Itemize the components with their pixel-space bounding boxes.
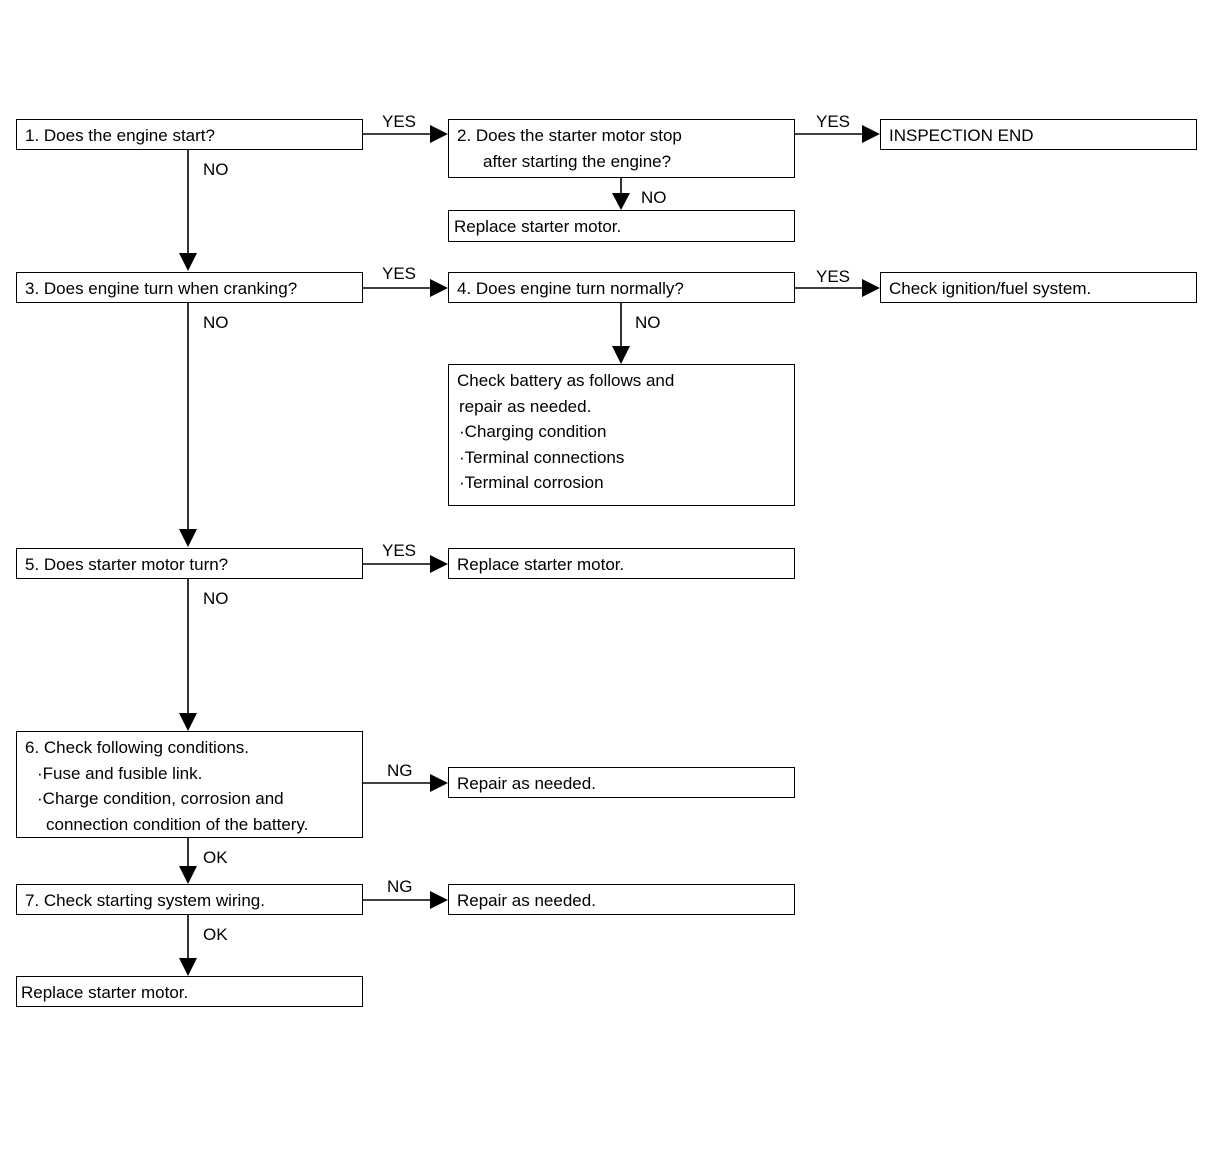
edge-label-q1-q2: YES bbox=[382, 112, 417, 131]
node-q7: 7. Check starting system wiring. bbox=[16, 884, 363, 915]
node-q3: 3. Does engine turn when cranking? bbox=[16, 272, 363, 303]
arrowhead-q6-repair bbox=[430, 774, 448, 792]
edge-label-q4-battery: NO bbox=[635, 313, 661, 332]
arrowhead-q2-replace bbox=[612, 193, 630, 210]
node-repair-as-needed-a: Repair as needed. bbox=[448, 767, 795, 798]
arrowhead-q1-q3 bbox=[179, 253, 197, 271]
node-replace-starter-motor-c: Replace starter motor. bbox=[16, 976, 363, 1007]
node-text: repair as needed. bbox=[459, 396, 592, 416]
node-text: Replace starter motor. bbox=[457, 555, 625, 574]
edge-label-q5-replace: YES bbox=[382, 541, 417, 560]
node-text: after starting the engine? bbox=[483, 151, 672, 171]
node-repair-as-needed-b: Repair as needed. bbox=[448, 884, 795, 915]
node-replace-starter-motor-b: Replace starter motor. bbox=[448, 548, 795, 579]
node-q6: 6. Check following conditions. ·Fuse and… bbox=[16, 731, 363, 838]
node-text: 6. Check following conditions. bbox=[25, 738, 249, 757]
arrowhead-q5-q6 bbox=[179, 713, 197, 731]
node-bullet: ·Fuse and fusible link. bbox=[37, 763, 203, 783]
node-replace-starter-motor-a: Replace starter motor. bbox=[448, 210, 795, 242]
node-bullet: ·Terminal corrosion bbox=[459, 473, 604, 492]
node-text: INSPECTION END bbox=[889, 126, 1034, 145]
node-text: Replace starter motor. bbox=[454, 217, 622, 236]
edge-label-q2-end: YES bbox=[816, 112, 851, 131]
node-bullet: ·Terminal connections bbox=[459, 447, 625, 467]
arrowhead-q1-q2 bbox=[430, 125, 448, 143]
arrowhead-q4-ignition bbox=[862, 279, 880, 297]
node-text: 5. Does starter motor turn? bbox=[25, 555, 229, 574]
node-text: 2. Does the starter motor stop bbox=[457, 126, 682, 145]
node-text: Replace starter motor. bbox=[21, 983, 189, 1002]
edge-label-q6-q7: OK bbox=[203, 848, 228, 867]
node-q2: 2. Does the starter motor stop after sta… bbox=[448, 119, 795, 178]
node-check-ignition-fuel: Check ignition/fuel system. bbox=[880, 272, 1197, 303]
node-inspection-end: INSPECTION END bbox=[880, 119, 1197, 150]
node-text: 1. Does the engine start? bbox=[25, 126, 215, 145]
node-text: 7. Check starting system wiring. bbox=[25, 891, 265, 910]
edge-label-q7-repair: NG bbox=[387, 877, 413, 896]
node-text: Check battery as follows and bbox=[457, 371, 675, 390]
node-text: connection condition of the battery. bbox=[46, 814, 309, 834]
arrowhead-q6-q7 bbox=[179, 866, 197, 884]
node-text: 4. Does engine turn normally? bbox=[457, 279, 684, 298]
edge-label-q6-repair: NG bbox=[387, 761, 413, 780]
node-text: Repair as needed. bbox=[457, 891, 596, 910]
arrowhead-q2-end bbox=[862, 125, 880, 143]
node-q1: 1. Does the engine start? bbox=[16, 119, 363, 150]
node-q4: 4. Does engine turn normally? bbox=[448, 272, 795, 303]
edge-label-q2-replace: NO bbox=[641, 188, 667, 207]
edge-label-q4-ignition: YES bbox=[816, 267, 851, 286]
node-text: Check ignition/fuel system. bbox=[889, 279, 1092, 298]
arrowhead-q4-battery bbox=[612, 346, 630, 364]
edge-label-q3-q5: NO bbox=[203, 313, 229, 332]
edge-label-q5-q6: NO bbox=[203, 589, 229, 608]
arrowhead-q5-replace bbox=[430, 555, 448, 573]
node-text: 3. Does engine turn when cranking? bbox=[25, 279, 298, 298]
edge-label-q7-replace: OK bbox=[203, 925, 228, 944]
arrowhead-q3-q4 bbox=[430, 279, 448, 297]
node-q5: 5. Does starter motor turn? bbox=[16, 548, 363, 579]
arrowhead-q7-replace bbox=[179, 958, 197, 976]
edge-label-q3-q4: YES bbox=[382, 264, 417, 283]
node-bullet: ·Charging condition bbox=[459, 422, 607, 441]
node-check-battery: Check battery as follows and repair as n… bbox=[448, 364, 795, 506]
arrowhead-q7-repair bbox=[430, 891, 448, 909]
node-bullet: ·Charge condition, corrosion and bbox=[37, 789, 284, 808]
arrowhead-q3-q5 bbox=[179, 529, 197, 547]
edge-label-q1-q3: NO bbox=[203, 160, 229, 179]
node-text: Repair as needed. bbox=[457, 774, 596, 793]
